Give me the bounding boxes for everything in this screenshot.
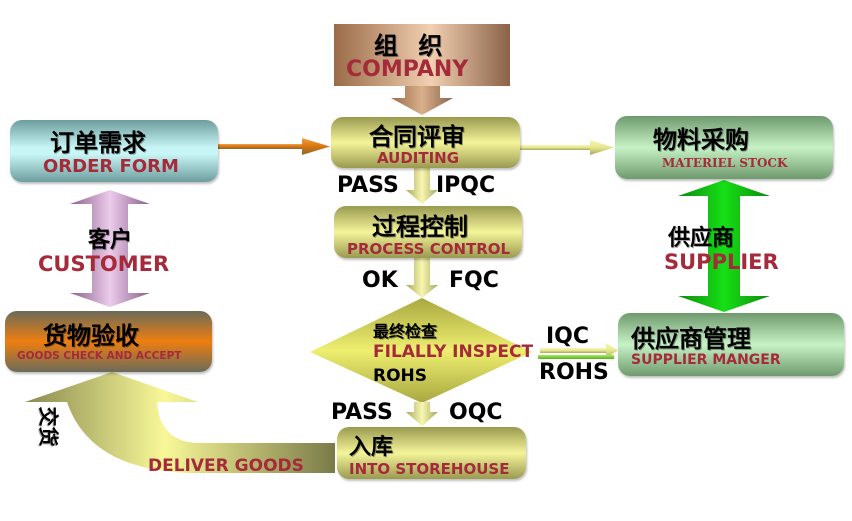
customer-double-arrow (70, 190, 150, 307)
supplier-double-arrow (678, 180, 770, 312)
node-order-form[interactable]: 订单需求 ORDER FORM (10, 120, 218, 182)
goods-check-en: GOODS CHECK AND ACCEPT (17, 350, 182, 362)
supplier-manager-cn: 供应商管理 (631, 325, 751, 353)
supplier-en: SUPPLIER (664, 250, 779, 274)
deliver-goods-en: DELIVER GOODS (148, 456, 304, 476)
materiel-stock-en: MATERIEL STOCK (662, 156, 788, 170)
materiel-stock-cn: 物料采购 (653, 126, 749, 154)
node-auditing[interactable]: 合同评审 AUDITING (331, 117, 520, 168)
final-inspect-en: FILALLY INSPECT (373, 342, 534, 362)
final-inspect-rohs: ROHS (373, 366, 428, 386)
company-cn: 组 织 (374, 32, 449, 60)
process-to-inspect-arrow (406, 258, 438, 298)
into-storehouse-en: INTO STOREHOUSE (349, 460, 510, 478)
label-pass-2: PASS (331, 400, 393, 425)
process-control-cn: 过程控制 (372, 213, 468, 241)
into-storehouse-cn: 入库 (349, 435, 394, 460)
label-fqc: FQC (449, 268, 499, 293)
deliver-goods-arrow (25, 372, 335, 473)
company-en: COMPANY (346, 57, 469, 82)
order-form-cn: 订单需求 (50, 129, 146, 157)
node-company: 组 织 COMPANY (334, 24, 510, 86)
auditing-to-process-arrow (406, 168, 438, 204)
goods-check-cn: 货物验收 (43, 322, 139, 350)
inspect-to-storehouse-arrow (406, 402, 438, 426)
auditing-cn: 合同评审 (369, 123, 465, 151)
node-materiel-stock[interactable]: 物料采购 MATERIEL STOCK (615, 116, 833, 179)
order-to-auditing-arrow (218, 138, 330, 155)
auditing-to-materiel-arrow (520, 140, 614, 155)
final-inspect-cn: 最终检查 (373, 322, 438, 341)
label-ok: OK (362, 268, 398, 293)
label-rohs: ROHS (539, 360, 609, 385)
label-pass-1: PASS (337, 173, 399, 198)
deliver-goods-cn: 交货 (36, 406, 61, 447)
process-control-en: PROCESS CONTROL (347, 240, 511, 258)
label-oqc: OQC (449, 400, 503, 425)
order-form-en: ORDER FORM (43, 156, 179, 177)
iqc-arrow (538, 343, 618, 359)
node-into-storehouse[interactable]: 入库 INTO STOREHOUSE (337, 427, 526, 479)
node-goods-check[interactable]: 货物验收 GOODS CHECK AND ACCEPT (5, 311, 212, 372)
customer-cn: 客户 (88, 228, 133, 253)
final-inspect-diamond (310, 298, 532, 403)
customer-en: CUSTOMER (38, 252, 170, 276)
label-iqc: IQC (546, 324, 590, 349)
supplier-cn: 供应商 (668, 226, 735, 251)
supplier-manager-en: SUPPLIER MANGER (631, 352, 781, 368)
auditing-en: AUDITING (377, 149, 460, 167)
node-supplier-manager[interactable]: 供应商管理 SUPPLIER MANGER (618, 313, 844, 376)
company-down-arrow (391, 85, 453, 115)
node-process-control[interactable]: 过程控制 PROCESS CONTROL (334, 206, 522, 258)
label-ipqc: IPQC (436, 173, 496, 198)
